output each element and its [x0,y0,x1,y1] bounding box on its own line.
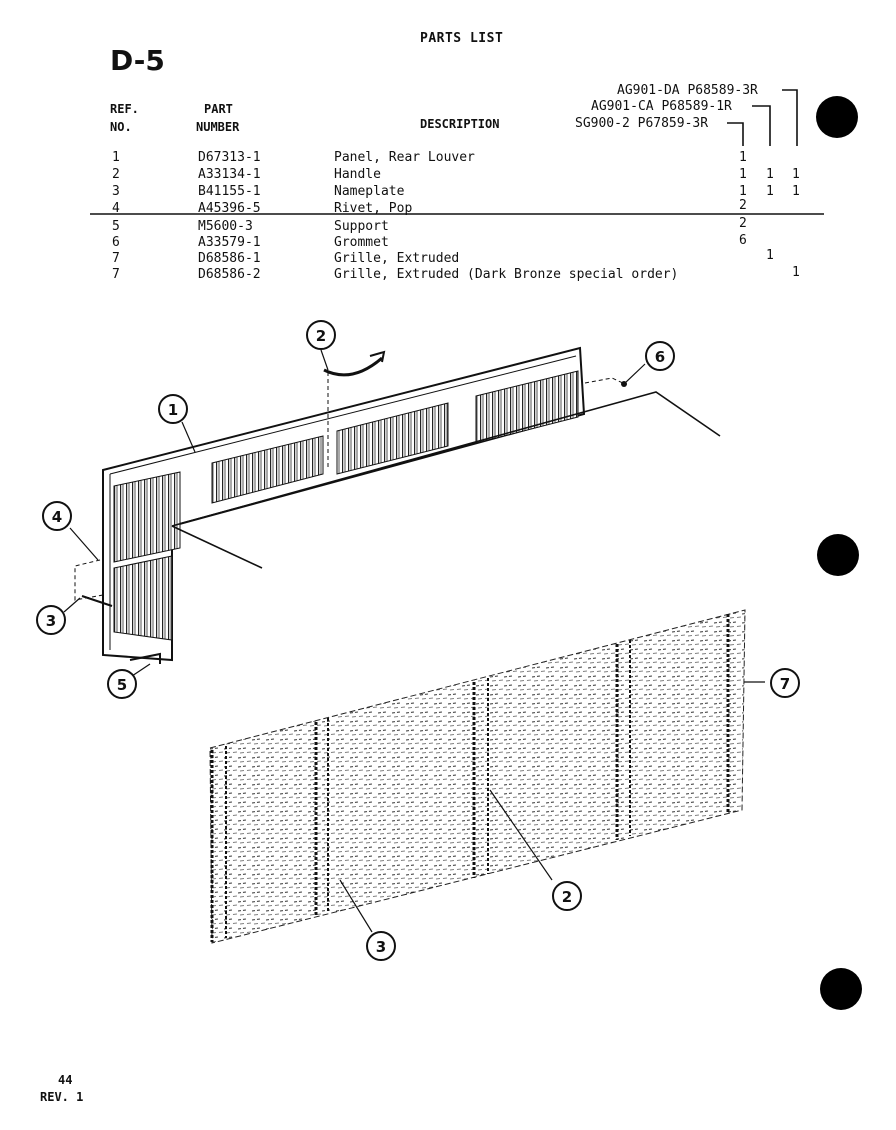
callout-4-rivet: 4 [52,508,62,526]
callout-2-grille: 2 [562,888,572,906]
row-ref: 7 [112,251,120,266]
row-qty-1: 2 [739,216,747,231]
row-desc: Support [334,219,389,234]
row-desc: Grille, Extruded [334,251,460,266]
row-part: A33579-1 [198,235,261,250]
handle-part [323,356,383,377]
row-desc: Rivet, Pop [334,201,413,216]
model-label-2: AG901-CA P68589-1R [591,99,732,114]
row-part: D68586-2 [198,267,261,282]
row-part: B41155-1 [198,184,261,199]
unit-housing-outline [171,391,721,569]
col-description: DESCRIPTION [420,117,500,131]
row-qty-2: 1 [766,184,774,199]
extruded-grille [209,609,746,944]
exploded-parts-diagram: 2 6 1 4 3 5 7 2 3 [36,320,800,961]
row-ref: 4 [112,201,120,216]
row-qty-3: 1 [792,167,800,182]
row-qty-1: 1 [739,150,747,165]
row-ref: 1 [112,150,120,165]
row-qty-2: 1 [766,167,774,182]
callout-6-grommet: 6 [655,348,665,366]
callout-2-handle: 2 [316,327,326,345]
page-heading: PARTS LIST [420,31,504,46]
row-desc: Panel, Rear Louver [334,150,475,165]
row-desc: Handle [334,167,381,182]
binder-hole-top [816,96,858,138]
model-label-1: AG901-DA P68589-3R [617,83,758,98]
col-ref-line1: REF. [110,102,139,116]
binder-hole-bottom [820,968,862,1010]
row-desc: Grommet [334,235,389,250]
page-number: 44 [58,1073,73,1087]
rear-louver-panel [102,346,586,662]
row-ref: 5 [112,219,120,234]
row-part: D68586-1 [198,251,261,266]
row-ref: 3 [112,184,120,199]
callout-3-nameplate: 3 [46,612,56,630]
callout-5-support: 5 [117,676,127,694]
callout-3-grille: 3 [376,938,386,956]
page-code: D-5 [110,44,165,77]
row-part: M5600-3 [198,219,253,234]
row-ref: 6 [112,235,120,250]
row-qty-3: 1 [792,184,800,199]
row-desc: Nameplate [334,184,405,199]
revision-label: REV. 1 [40,1090,84,1104]
row-desc: Grille, Extruded (Dark Bronze special or… [334,267,679,282]
row-qty-3: 1 [792,265,800,280]
row-part: D67313-1 [198,150,261,165]
row-qty-2: 1 [766,248,774,263]
col-part-line1: PART [204,102,233,116]
row-ref: 7 [112,267,120,282]
col-part-line2: NUMBER [196,120,240,134]
col-ref-line2: NO. [110,120,132,134]
callout-1-panel: 1 [168,401,178,419]
model-leader-lines [90,89,824,215]
row-qty-1: 1 [739,184,747,199]
row-qty-1: 2 [739,198,747,213]
binder-hole-middle [817,534,859,576]
row-part: A33134-1 [198,167,261,182]
row-qty-1: 1 [739,167,747,182]
row-part: A45396-5 [198,201,261,216]
row-qty-1: 6 [739,233,747,248]
callout-7-grille: 7 [780,675,790,693]
model-label-3: SG900-2 P67859-3R [575,116,709,131]
row-ref: 2 [112,167,120,182]
